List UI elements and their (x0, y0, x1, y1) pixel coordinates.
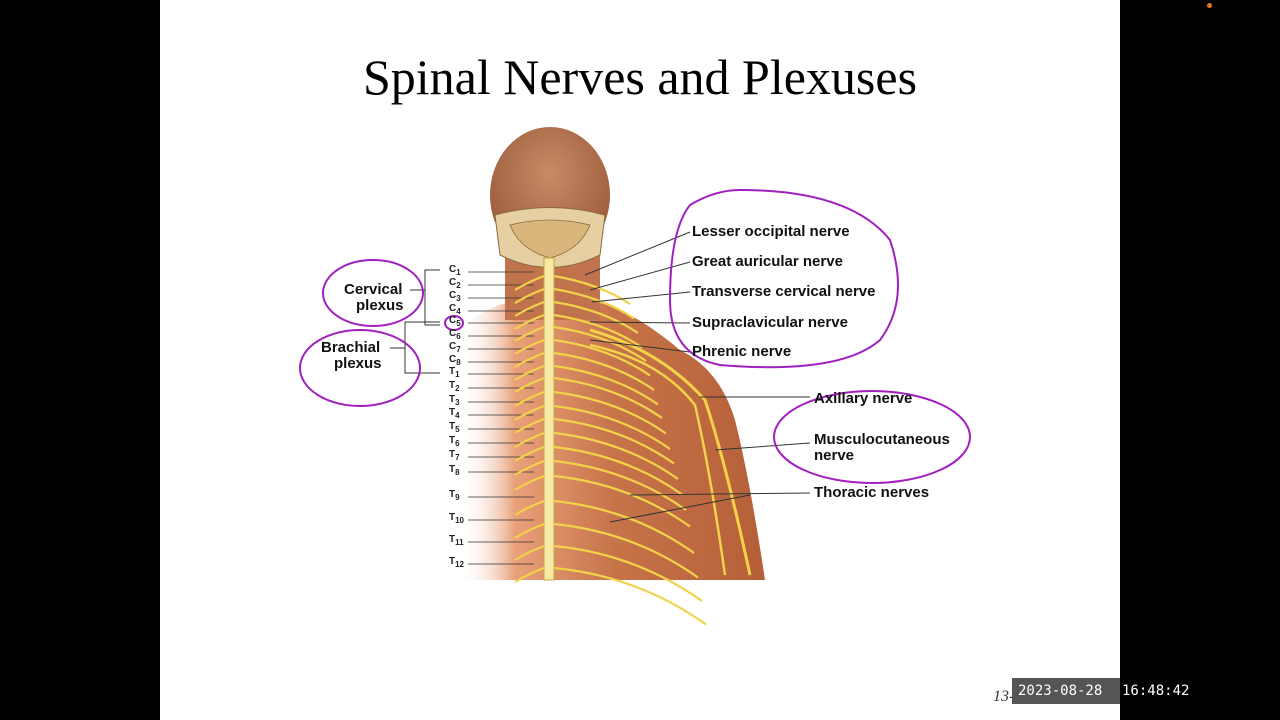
segment-label-c8: C8 (449, 354, 461, 368)
nerve-root-left (514, 544, 545, 561)
segment-label-t7: T7 (449, 449, 460, 463)
nerve-root-left (514, 404, 545, 421)
slide-title: Spinal Nerves and Plexuses (362, 49, 918, 105)
nerve-root (553, 404, 671, 450)
segment-label-c1: C1 (449, 264, 461, 278)
segment-label-t12: T12 (449, 556, 465, 570)
nerve-root-left (514, 499, 545, 516)
nerve-root-left (514, 566, 545, 583)
nerve-root-left (514, 417, 545, 434)
label-axillary-nerve: Axillary nerve (814, 390, 913, 407)
nerve-root (553, 417, 675, 465)
nerve-root-left (514, 390, 545, 407)
annotation-circle-c5 (444, 315, 464, 331)
label-transverse-cervical-nerve: Transverse cervical nerve (692, 283, 876, 300)
segment-label-c5: C5 (449, 315, 461, 329)
nerve-root (553, 445, 683, 496)
nerve-root-left (514, 287, 545, 304)
nerve-root-left (514, 474, 545, 491)
segment-label-c6: C6 (449, 328, 461, 342)
annotation-circle-cervical (322, 259, 424, 327)
nerve-root-left (514, 376, 545, 393)
segment-label-c2: C2 (449, 277, 461, 291)
nerve-root-left (514, 351, 545, 368)
slide: Spinal Nerves and Plexuses (160, 0, 1120, 720)
nerve-root (553, 390, 667, 435)
timestamp-time: 16:48:42 (1122, 683, 1190, 699)
nerve-root-left (514, 431, 545, 448)
nerve-root-left (514, 522, 545, 539)
nerve-root (553, 459, 687, 511)
annotation-circle-brachial (299, 329, 421, 407)
segment-label-t6: T6 (449, 435, 460, 449)
nerve-root (553, 431, 679, 480)
segment-label-t4: T4 (449, 407, 460, 421)
nerve-root (553, 474, 691, 528)
nerve-root (553, 566, 707, 626)
segment-label-t9: T9 (449, 489, 460, 503)
nerve-root (553, 300, 639, 334)
nerve-root-left (514, 325, 545, 342)
segment-label-c3: C3 (449, 290, 461, 304)
nerve-root-left (514, 338, 545, 355)
label-cervical-plexus: Cervical plexus (344, 281, 404, 314)
nerve-branches (514, 274, 707, 626)
segment-label-t10: T10 (449, 512, 465, 526)
segment-label-c4: C4 (449, 303, 461, 317)
nerve-root-left (514, 300, 545, 317)
annotation-circle-arm-nerves (773, 390, 971, 484)
segment-label-c7: C7 (449, 341, 461, 355)
label-supraclavicular-nerve: Supraclavicular nerve (692, 314, 848, 331)
nerve-root (553, 351, 655, 391)
nerve-root-left (514, 364, 545, 381)
recording-indicator-icon (1207, 3, 1212, 8)
segment-label-t11: T11 (449, 534, 464, 548)
label-thoracic-nerves: Thoracic nerves (814, 484, 930, 501)
nerve-root-left (514, 445, 545, 462)
segment-label-t2: T2 (449, 380, 460, 394)
nerve-root (553, 338, 651, 377)
nerve-root (553, 325, 647, 362)
segment-label-t3: T3 (449, 394, 460, 408)
segment-label-t1: T1 (449, 366, 460, 380)
nerve-root (553, 274, 631, 305)
nerve-root-left (514, 459, 545, 476)
nerve-root (553, 313, 643, 349)
segment-label-t5: T5 (449, 421, 460, 435)
nerve-root (553, 376, 663, 419)
nerve-root-left (514, 274, 545, 291)
spinal-cord (543, 257, 555, 581)
nerve-root (553, 287, 635, 320)
label-great-auricular-nerve: Great auricular nerve (692, 253, 843, 270)
nerve-root (553, 522, 699, 579)
nerve-root (553, 364, 659, 406)
label-phrenic-nerve: Phrenic nerve (692, 343, 792, 360)
annotation-circle-cervical-nerves (668, 188, 899, 369)
anatomy-illustration (299, 127, 971, 626)
timestamp-date: 2023-08-28 (1012, 678, 1120, 704)
label-brachial-plexus: Brachial plexus (321, 339, 382, 372)
nerve-root (553, 544, 703, 602)
label-lesser-occipital-nerve: Lesser occipital nerve (692, 223, 850, 240)
label-musculocutaneous-nerve: Musculocutaneous nerve (814, 431, 950, 464)
nerve-root-left (514, 313, 545, 330)
segment-label-t8: T8 (449, 464, 460, 478)
